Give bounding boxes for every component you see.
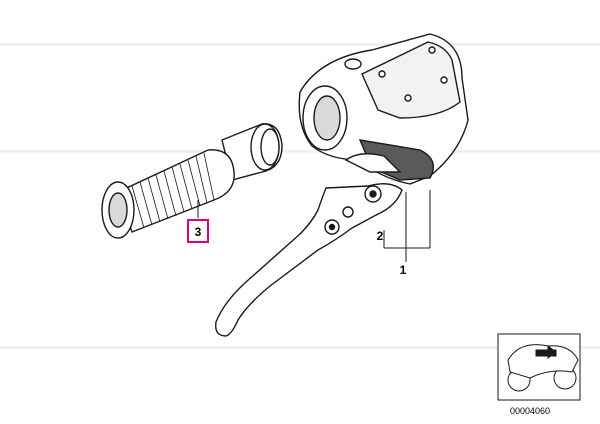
motorcycle-location-icon xyxy=(507,344,579,392)
leader-lines xyxy=(197,190,431,262)
callout-2[interactable]: 2 xyxy=(377,229,384,243)
callout-1[interactable]: 1 xyxy=(400,263,407,277)
brake-lever-icon[interactable] xyxy=(215,183,403,337)
watermark xyxy=(0,43,600,349)
handlebar-grip-icon[interactable] xyxy=(101,123,283,239)
callout-3-highlight[interactable] xyxy=(187,219,209,243)
location-thumbnail xyxy=(497,333,581,401)
document-number: 00004060 xyxy=(510,406,550,416)
callout-3[interactable]: 3 xyxy=(195,225,202,239)
handlebar-switch-housing-icon[interactable] xyxy=(298,33,469,185)
